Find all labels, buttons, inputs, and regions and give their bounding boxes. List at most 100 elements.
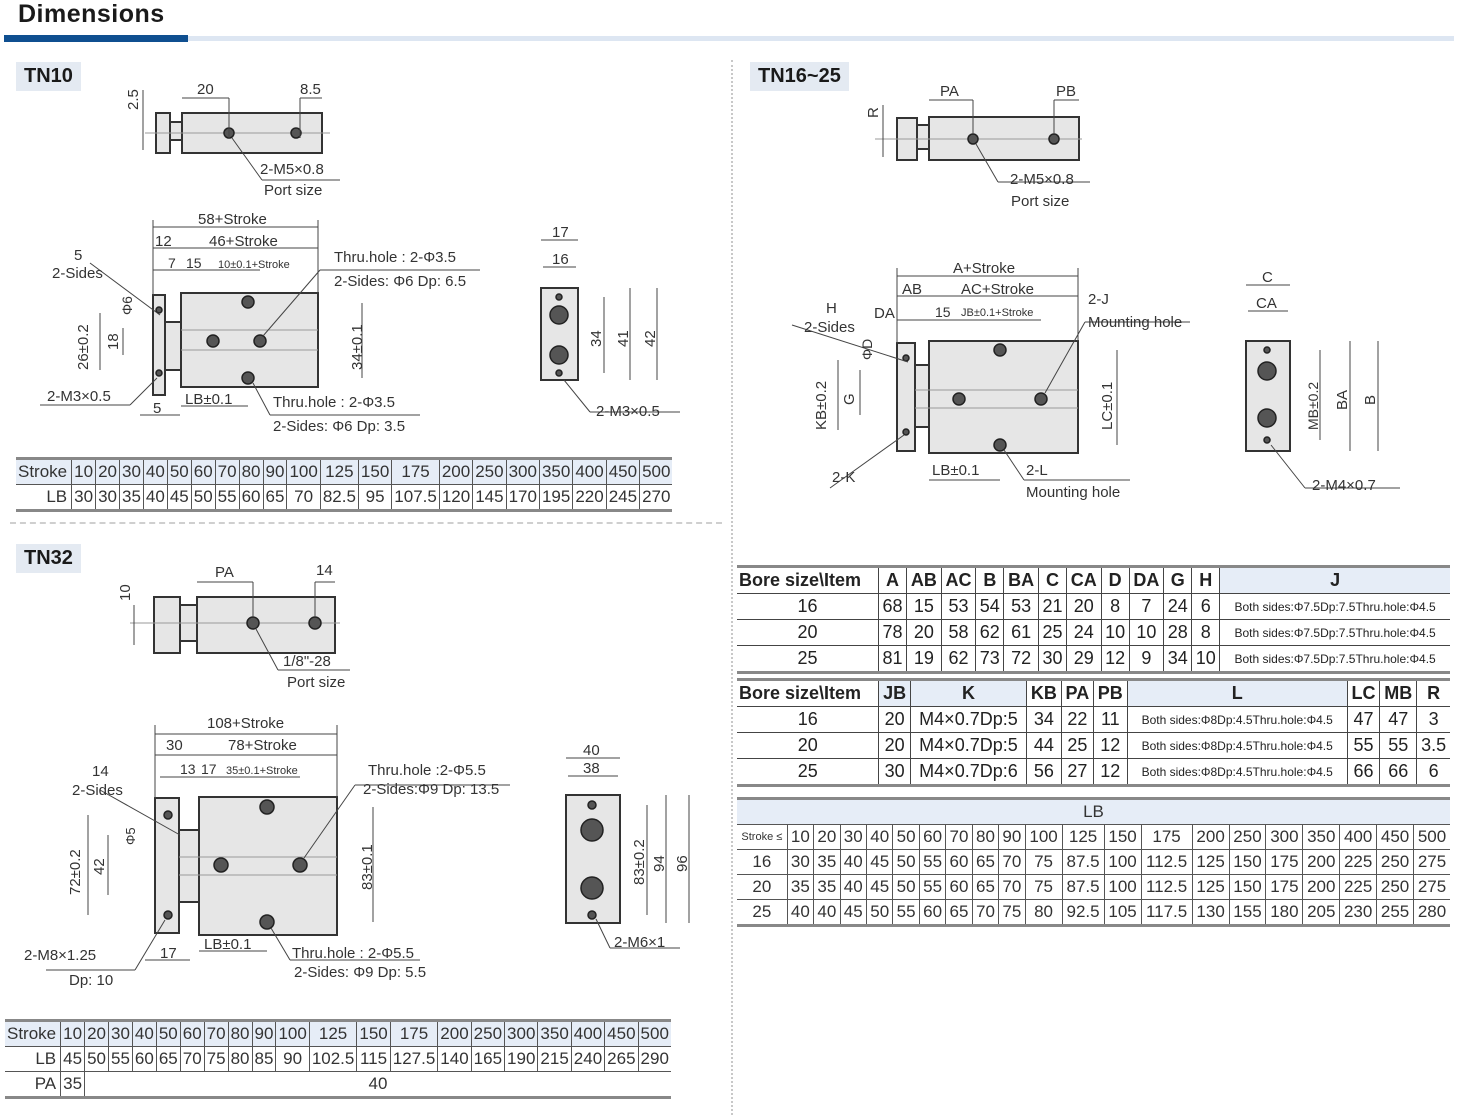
dim-text: 17: [160, 945, 177, 962]
dim-text: 78+Stroke: [228, 737, 297, 754]
port-label: 1/8"-28: [283, 653, 331, 670]
value-cell: 72: [1003, 645, 1039, 673]
lb-cell: 65: [971, 874, 1000, 900]
lb-cell: 175: [1265, 874, 1304, 900]
stroke-cell: 500: [1413, 824, 1450, 850]
column-header: JB: [878, 679, 911, 707]
value-cell: Both sides:Φ8Dp:4.5Thru.hole:Φ4.5: [1126, 732, 1348, 759]
dim-text: MB±0.2: [1305, 382, 1321, 430]
dim-text: H: [826, 300, 837, 317]
stroke-cell: 10: [71, 458, 97, 485]
column-header: J: [1219, 566, 1450, 594]
lb-cell: 55: [918, 874, 947, 900]
column-header: MB: [1379, 679, 1418, 707]
lb-cell: 200: [1302, 874, 1341, 900]
dim-text: 14: [92, 763, 109, 780]
stroke-cell: 350: [537, 1020, 572, 1047]
column-header: KB: [1026, 679, 1062, 707]
value-cell: 78: [878, 619, 908, 646]
stroke-cell: 350: [538, 458, 574, 485]
value-cell: 9: [1128, 645, 1165, 673]
stroke-cell: 300: [1265, 824, 1304, 850]
lb-cell: 50: [84, 1046, 109, 1072]
value-cell: 66: [1346, 758, 1381, 786]
value-cell: 15: [906, 593, 942, 620]
value-cell: 61: [1003, 619, 1039, 646]
lb-cell: 175: [1265, 849, 1304, 875]
thread-hole: [555, 369, 563, 377]
dim-text: 2-Sides: [52, 265, 103, 282]
dim-text: 2-Sides: Φ6 Dp: 6.5: [334, 273, 466, 290]
lb-cell: 75: [1024, 849, 1063, 875]
dim-text: 94: [651, 855, 668, 872]
lb-cell: 35: [118, 484, 144, 511]
lb-cell: 55: [214, 484, 240, 511]
lb-cell: 180: [1265, 899, 1304, 926]
stroke-cell: 500: [637, 1020, 671, 1047]
rod: [914, 364, 930, 428]
lb-cell: 165: [470, 1046, 506, 1072]
stroke-cell: 400: [1339, 824, 1378, 850]
dim-text: B: [1362, 395, 1379, 405]
value-cell: 34: [1026, 706, 1062, 733]
lb-cell: 30: [786, 849, 815, 875]
dim-text: 34: [588, 330, 605, 347]
rod: [178, 829, 200, 903]
dim-text: 2-Sides: [804, 319, 855, 336]
value-cell: 62: [940, 645, 977, 673]
stroke-cell: 200: [438, 458, 474, 485]
lb-cell: 50: [892, 874, 920, 900]
value-cell: 8: [1100, 593, 1130, 620]
lb-cell: 95: [357, 484, 393, 511]
stroke-cell: 125: [1061, 824, 1105, 850]
dim-text: R: [865, 107, 882, 118]
dim-text: Thru.hole : 2-Φ3.5: [334, 249, 456, 266]
dim-text: 2-K: [832, 469, 855, 486]
lb-cell: 45: [865, 849, 894, 875]
stroke-cell: 40: [142, 458, 168, 485]
value-cell: 24: [1065, 619, 1102, 646]
value-cell: 58: [940, 619, 977, 646]
port-label: 2-M5×0.8: [260, 161, 324, 178]
lb-cell: 45: [166, 484, 192, 511]
bore-size-cell: 16: [737, 706, 880, 733]
pa-first: 35: [60, 1071, 86, 1098]
stroke-cell: 175: [391, 458, 440, 485]
value-cell: 68: [878, 593, 908, 620]
dim-text: 15: [935, 304, 951, 320]
row-header: Stroke: [16, 458, 73, 485]
stroke-cell: 350: [1302, 824, 1341, 850]
port-hole: [1048, 133, 1060, 145]
lb-cell: 40: [786, 899, 815, 926]
dim-text: PB: [1056, 83, 1076, 100]
lb-cell: 127.5: [389, 1046, 439, 1072]
dim-text: LB±0.1: [185, 391, 232, 408]
lb-cell: 150: [1228, 874, 1267, 900]
row-header: Stroke: [5, 1020, 62, 1047]
value-cell: 22: [1060, 706, 1094, 733]
stroke-cell: 450: [604, 1020, 639, 1047]
lb-cell: 60: [238, 484, 264, 511]
value-cell: 81: [878, 645, 908, 673]
dim-text: 30: [166, 737, 183, 754]
lb-cell: 102.5: [308, 1046, 358, 1072]
dim-text: 5: [74, 247, 82, 264]
dim-text: Thru.hole :2-Φ5.5: [368, 762, 486, 779]
lb-cell: 55: [107, 1046, 133, 1072]
value-cell: 10: [1100, 619, 1130, 646]
thread-hole: [1263, 346, 1271, 354]
lb-cell: 60: [131, 1046, 157, 1072]
lb-cell: 85: [251, 1046, 277, 1072]
value-cell: 19: [906, 645, 942, 673]
dim-text: 10±0.1+Stroke: [218, 259, 290, 271]
value-cell: 44: [1026, 732, 1062, 759]
mounting-hole: [1034, 392, 1048, 406]
dim-text: LC±0.1: [1099, 382, 1116, 430]
value-cell: Both sides:Φ8Dp:4.5Thru.hole:Φ4.5: [1126, 706, 1348, 733]
stroke-cell: 300: [505, 458, 540, 485]
lb-cell: 87.5: [1061, 874, 1105, 900]
tn16-25-side-view: C CA MB±0.2 BA B 2-M4×0.7: [1245, 269, 1400, 494]
column-header: A: [878, 566, 908, 594]
